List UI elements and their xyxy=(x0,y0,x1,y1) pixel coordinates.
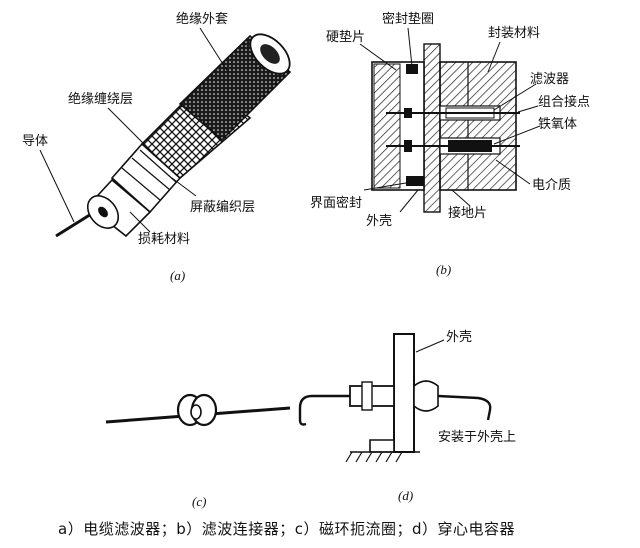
seal-gasket xyxy=(406,64,418,74)
filter-connector-drawing xyxy=(359,27,541,213)
shell-flange xyxy=(423,43,441,213)
label-dielectric: 电介质 xyxy=(532,178,572,193)
label-mount: 安装于外壳上 xyxy=(438,430,517,445)
feedthrough-capacitor-drawing xyxy=(298,333,492,463)
ferrite-choke-drawing xyxy=(105,393,291,427)
sub-label-a: (a) xyxy=(170,268,186,283)
label-potting: 封装材料 xyxy=(488,26,541,41)
figure-caption: a）电缆滤波器；b）滤波连接器；c）磁环扼流圈；d）穿心电容器 xyxy=(58,520,515,538)
label-lossy-material: 损耗材料 xyxy=(138,232,191,247)
label-conductor: 导体 xyxy=(22,134,49,149)
label-ground-plate: 接地片 xyxy=(448,206,488,221)
sub-label-c: (c) xyxy=(192,494,207,509)
label-ferrite: 铁氧体 xyxy=(538,117,578,132)
label-hard-pad: 硬垫片 xyxy=(326,30,366,45)
label-combined-contact: 组合接点 xyxy=(538,95,591,110)
sub-label-b: (b) xyxy=(436,262,452,277)
label-shell-b: 外壳 xyxy=(366,214,393,229)
label-shield-braid: 屏蔽编织层 xyxy=(190,200,256,215)
label-interface-seal: 界面密封 xyxy=(310,196,363,211)
label-insulation-wrap: 绝缘缠绕层 xyxy=(68,92,134,107)
cable-filter-drawing xyxy=(39,27,292,238)
sub-label-d: (d) xyxy=(398,488,414,503)
label-shell-d: 外壳 xyxy=(446,330,473,345)
label-seal-gasket: 密封垫圈 xyxy=(382,12,435,27)
label-outer-jacket: 绝缘外套 xyxy=(176,12,229,27)
label-filter: 滤波器 xyxy=(530,72,570,87)
